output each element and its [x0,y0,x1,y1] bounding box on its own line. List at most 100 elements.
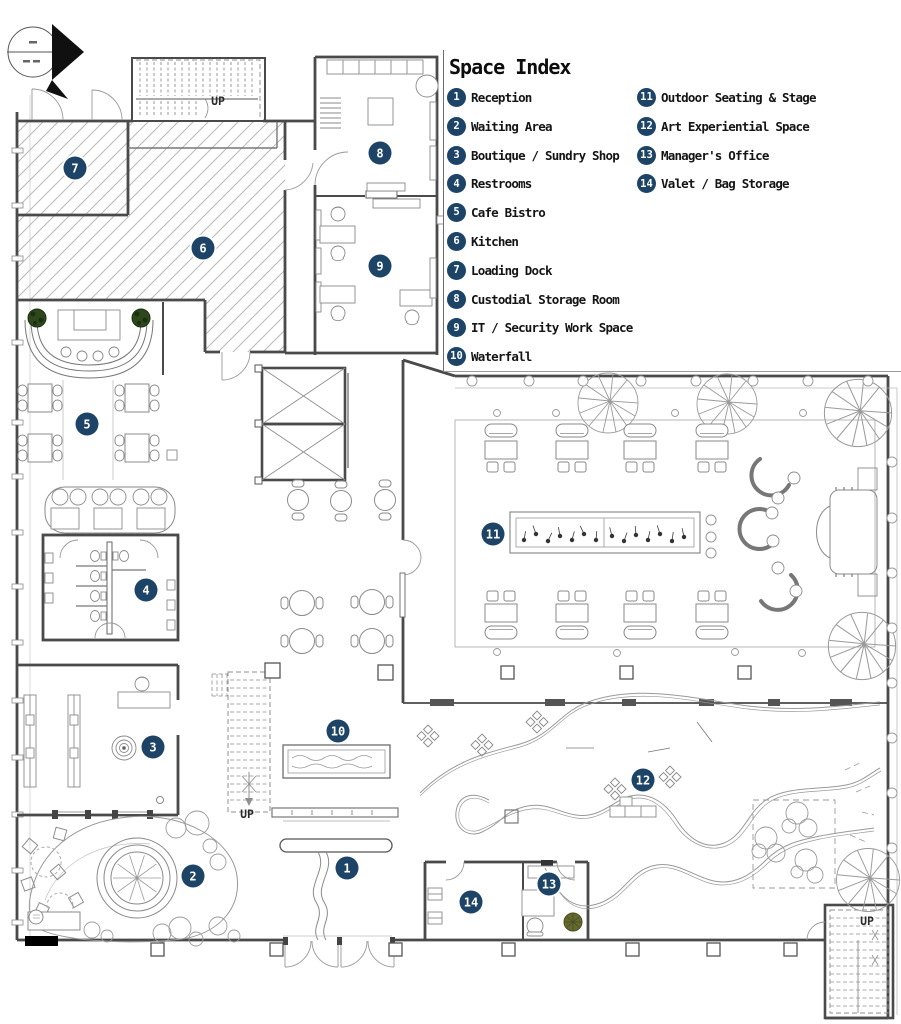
bench-below-waterfall [271,807,399,822]
legend-number-badge: 9 [447,318,466,338]
plan-marker-reception: 1 [335,856,359,880]
plan-marker-boutique-sundry-shop: 3 [141,735,165,759]
stair-top [136,59,261,118]
plan-marker-valet-bag-storage: 14 [459,890,483,914]
plan-marker-outdoor-seating-stage: 11 [481,522,505,546]
legend-number-badge: 3 [447,145,466,165]
managers-office-furniture [521,860,583,937]
stair-bottom-right [829,909,889,1014]
legend-number-badge: 4 [447,174,466,194]
outdoor-terrace [454,372,900,912]
plan-marker-kitchen: 6 [191,236,215,260]
terrace-planter [509,511,717,559]
legend-column-1: 1 Reception 2 Waiting Area 3 Boutique / Sundr… [447,88,633,376]
legend-number-badge: 12 [637,116,656,136]
legend-item-4: 4 Restrooms [447,174,632,194]
legend-item-label: Valet / Bag Storage [661,176,790,192]
door-arcs-top [31,88,349,381]
window-ticks [11,147,24,926]
custodial-room-furniture [320,59,439,192]
legend-item-label: Reception [471,90,532,105]
legend-item-1: 1 Reception [447,88,632,107]
it-security-furniture [315,198,446,326]
legend-item-2: 2 Waiting Area [447,116,632,136]
stair-up-label: UP [860,914,874,928]
legend-item-label: Waterfall [471,349,532,365]
curved-benches [737,457,800,612]
legend-item-9: 9 IT / Security Work Space [447,318,633,338]
plan-marker-managers-office: 13 [537,872,561,896]
legend-number-badge: 13 [637,145,656,165]
reception-desk [279,838,393,941]
legend-number-badge: 1 [447,88,466,107]
plan-marker-loading-dock: 7 [63,156,87,180]
stair-top-break [204,98,209,119]
cafe-bistro [17,308,178,535]
legend-item-label: Manager's Office [661,147,769,163]
legend-item-label: Art Experiential Space [661,118,810,134]
legend-number-badge: 14 [637,174,656,194]
column-marker [377,664,394,681]
legend-item-12: 12 Art Experiential Space [637,116,816,136]
office-plant [563,912,583,932]
waiting-area [20,796,241,947]
legend-item-7: 7 Loading Dock [447,260,632,280]
art-space [416,692,882,910]
entrance-doors [283,935,395,968]
legend-item-label: Kitchen [471,233,519,249]
north-arrow-icon [7,24,84,99]
stair-up-label: UP [240,807,254,821]
patio [751,799,836,941]
legend-title: Space Index [449,55,571,79]
legend-item-label: Restrooms [471,176,532,192]
valet-room-furniture [427,887,443,925]
legend-item-label: IT / Security Work Space [471,320,633,336]
legend-item-14: 14 Valet / Bag Storage [637,174,816,194]
building-walls [15,55,895,1020]
legend-item-13: 13 Manager's Office [637,145,816,165]
legend-number-badge: 7 [447,260,466,280]
legend-item-label: Custodial Storage Room [471,291,620,307]
plan-marker-waiting-area: 2 [181,864,205,888]
legend-number-badge: 6 [447,231,466,251]
scale-bar [25,936,58,946]
cafe-plant [27,308,151,328]
art-bench [609,796,657,818]
legend-item-6: 6 Kitchen [447,231,632,251]
legend-item-8: 8 Custodial Storage Room [447,289,632,309]
legend-item-5: 5 Cafe Bistro [447,203,632,223]
stair-up-label: UP [211,94,225,108]
legend-item-label: Cafe Bistro [471,205,546,221]
plan-marker-art-experiential-space: 12 [631,768,655,792]
legend-item-10: 10 Waterfall [447,347,632,367]
column-marker [264,662,281,679]
plan-marker-it-security-work-space: 9 [368,254,392,278]
elevator-jamb-stubs [254,364,263,485]
dock-inner-wall [128,122,278,149]
legend-item-label: Boutique / Sundry Shop [471,147,620,163]
legend-number-badge: 5 [447,203,466,223]
plan-marker-restrooms: 4 [134,578,158,602]
legend-number-badge: 10 [447,347,466,367]
boutique [17,663,180,819]
legend-item-label: Waiting Area [471,118,553,134]
waterfall-feature [282,744,391,779]
space-index-legend: Space Index 1 Reception 2 Waiting Area 3 Bout… [443,50,901,372]
elevators [260,366,347,482]
legend-number-badge: 8 [447,289,466,309]
restrooms [41,533,180,642]
legend-item-label: Outdoor Seating & Stage [661,90,817,105]
stair-center [211,671,271,813]
legend-item-label: Loading Dock [471,262,553,278]
plan-marker-cafe-bistro: 5 [75,412,99,436]
plan-marker-custodial-storage-room: 8 [368,141,392,165]
legend-number-badge: 2 [447,116,466,136]
office-doors [445,861,576,881]
legend-item-3: 3 Boutique / Sundry Shop [447,145,632,165]
elevator-x-marks [261,367,346,481]
kitchen-floor [17,122,285,352]
